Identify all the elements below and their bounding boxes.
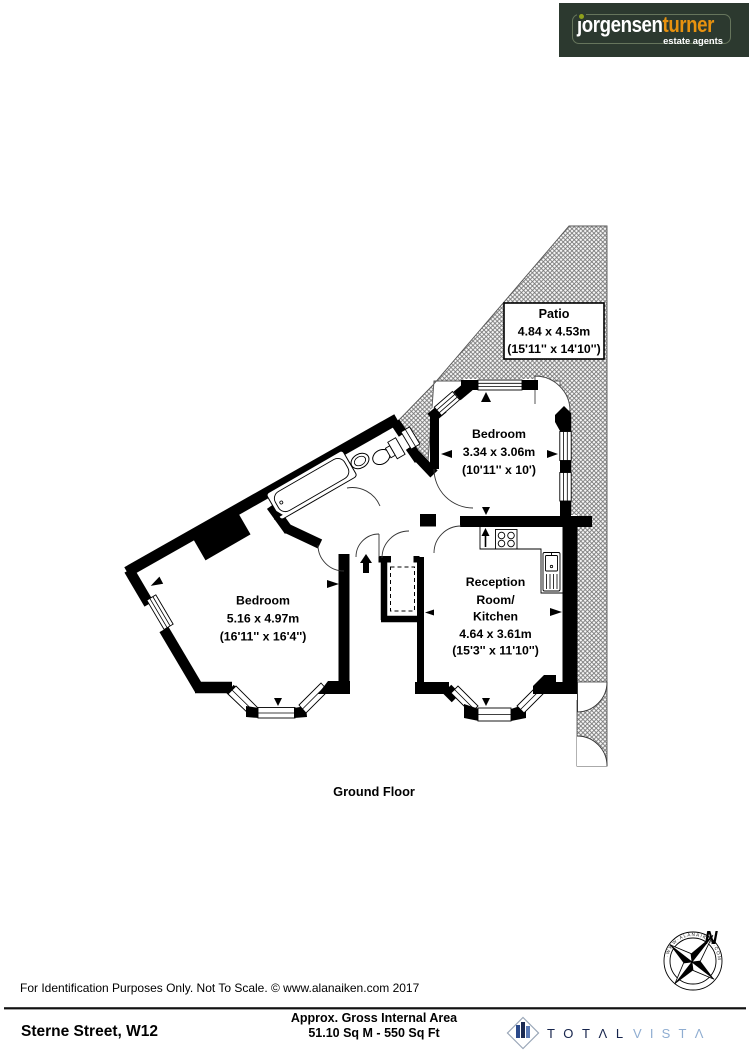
svg-text:4.64 x 3.61m: 4.64 x 3.61m [459,627,532,641]
svg-text:VISTΛ: VISTΛ [633,1026,712,1041]
svg-text:N: N [705,928,719,948]
svg-text:Approx. Gross Internal Area: Approx. Gross Internal Area [291,1011,458,1025]
svg-text:(15'3'' x 11'10''): (15'3'' x 11'10'') [452,644,539,658]
svg-text:(16'11'' x 16'4''): (16'11'' x 16'4'') [220,630,307,644]
svg-text:Patio: Patio [539,307,570,321]
svg-text:51.10 Sq M - 550 Sq Ft: 51.10 Sq M - 550 Sq Ft [308,1026,440,1040]
svg-text:Sterne Street, W12: Sterne Street, W12 [21,1023,158,1040]
svg-text:(10'11'' x 10'): (10'11'' x 10') [462,463,536,477]
svg-text:Reception: Reception [466,575,525,589]
svg-text:TOTΛL: TOTΛL [547,1026,632,1041]
svg-text:Ground Floor: Ground Floor [333,784,415,799]
svg-text:For Identification Purposes On: For Identification Purposes Only. Not To… [20,981,420,995]
svg-text:3.34 x 3.06m: 3.34 x 3.06m [463,445,536,459]
svg-text:Room/: Room/ [476,593,515,607]
svg-text:(15'11'' x 14'10''): (15'11'' x 14'10'') [507,342,600,356]
svg-text:4.84 x 4.53m: 4.84 x 4.53m [518,325,591,339]
svg-text:Kitchen: Kitchen [473,610,518,624]
svg-text:Bedroom: Bedroom [472,427,526,441]
svg-text:5.16 x 4.97m: 5.16 x 4.97m [227,612,300,626]
svg-text:Bedroom: Bedroom [236,594,290,608]
